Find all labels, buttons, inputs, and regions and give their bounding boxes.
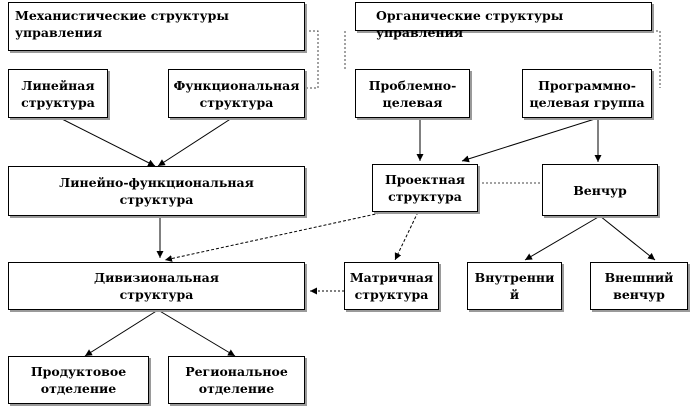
project-to-matrix-arrow bbox=[394, 211, 419, 261]
product-division-label: Продуктовое отделение bbox=[30, 364, 127, 396]
functional-structure-box: Функциональная структура bbox=[168, 69, 305, 118]
venture-to-external-arrow bbox=[599, 215, 656, 261]
external-venture-box: Внешний венчур bbox=[590, 262, 688, 310]
linear-functional-structure-box: Линейно-функциональная структура bbox=[8, 166, 305, 216]
program-targeted-group-label: Программно- целевая группа bbox=[529, 77, 645, 110]
organic-structures-header: Органические структуры управления bbox=[355, 2, 652, 40]
project-structure-label: Проектная структура bbox=[384, 172, 466, 204]
linear-structure-label: Линейная структура bbox=[21, 77, 95, 110]
linear-structure-box: Линейная структура bbox=[8, 69, 108, 118]
project-structure-box: Проектная структура bbox=[372, 164, 478, 212]
mechanistic-structures-header: Механистические структуры управления bbox=[8, 2, 305, 51]
internal-venture-label: Внутренни й bbox=[474, 270, 555, 302]
problem-targeted-box: Проблемно- целевая bbox=[355, 69, 470, 118]
functional-to-linear-functional-arrow bbox=[157, 117, 233, 167]
organic-group-bracket bbox=[344, 30, 661, 88]
venture-to-internal-arrow bbox=[524, 215, 601, 261]
project-to-divisional-arrow bbox=[164, 211, 386, 262]
divisional-structure-box: Дивизиональная структура bbox=[8, 262, 305, 310]
linear-functional-structure-label: Линейно-функциональная структура bbox=[59, 175, 254, 207]
internal-venture-box: Внутренни й bbox=[467, 262, 562, 310]
mechanistic-structures-label: Механистические структуры управления bbox=[15, 8, 229, 40]
linear-to-linear-functional-arrow bbox=[59, 117, 156, 167]
problem-targeted-label: Проблемно- целевая bbox=[368, 77, 457, 110]
divisional-to-product-arrow bbox=[84, 309, 159, 357]
regional-division-label: Региональное отделение bbox=[185, 364, 288, 396]
divisional-to-regional-arrow bbox=[157, 309, 236, 357]
product-division-box: Продуктовое отделение bbox=[8, 356, 149, 404]
organic-structures-label: Органические структуры управления bbox=[376, 8, 564, 40]
venture-label: Венчур bbox=[573, 182, 627, 198]
program-to-project-arrow bbox=[461, 117, 599, 163]
matrix-structure-label: Матричная структура bbox=[349, 270, 434, 302]
functional-structure-label: Функциональная структура bbox=[173, 77, 300, 110]
external-venture-label: Внешний венчур bbox=[604, 270, 674, 302]
regional-division-box: Региональное отделение bbox=[168, 356, 305, 404]
venture-box: Венчур bbox=[542, 164, 658, 216]
matrix-structure-box: Матричная структура bbox=[344, 262, 439, 310]
divisional-structure-label: Дивизиональная структура bbox=[94, 270, 219, 302]
program-targeted-group-box: Программно- целевая группа bbox=[522, 69, 652, 118]
